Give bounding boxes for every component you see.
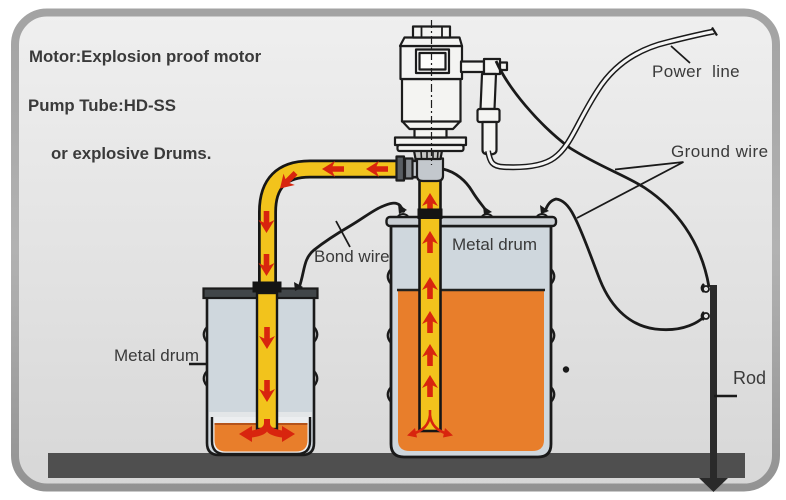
svg-text:Metal drum: Metal drum [452,235,537,254]
svg-text:Ground wire: Ground wire [671,142,769,161]
svg-text:Bond wire: Bond wire [314,247,390,266]
svg-text:Motor:Explosion proof motor: Motor:Explosion proof motor [29,47,262,66]
svg-text:Pump Tube:HD-SS: Pump Tube:HD-SS [28,96,176,115]
svg-text:or explosive Drums.: or explosive Drums. [51,144,211,163]
svg-text:Metal drum: Metal drum [114,346,199,365]
svg-text:Power line: Power line [652,62,740,81]
svg-text:Rod: Rod [733,368,766,388]
